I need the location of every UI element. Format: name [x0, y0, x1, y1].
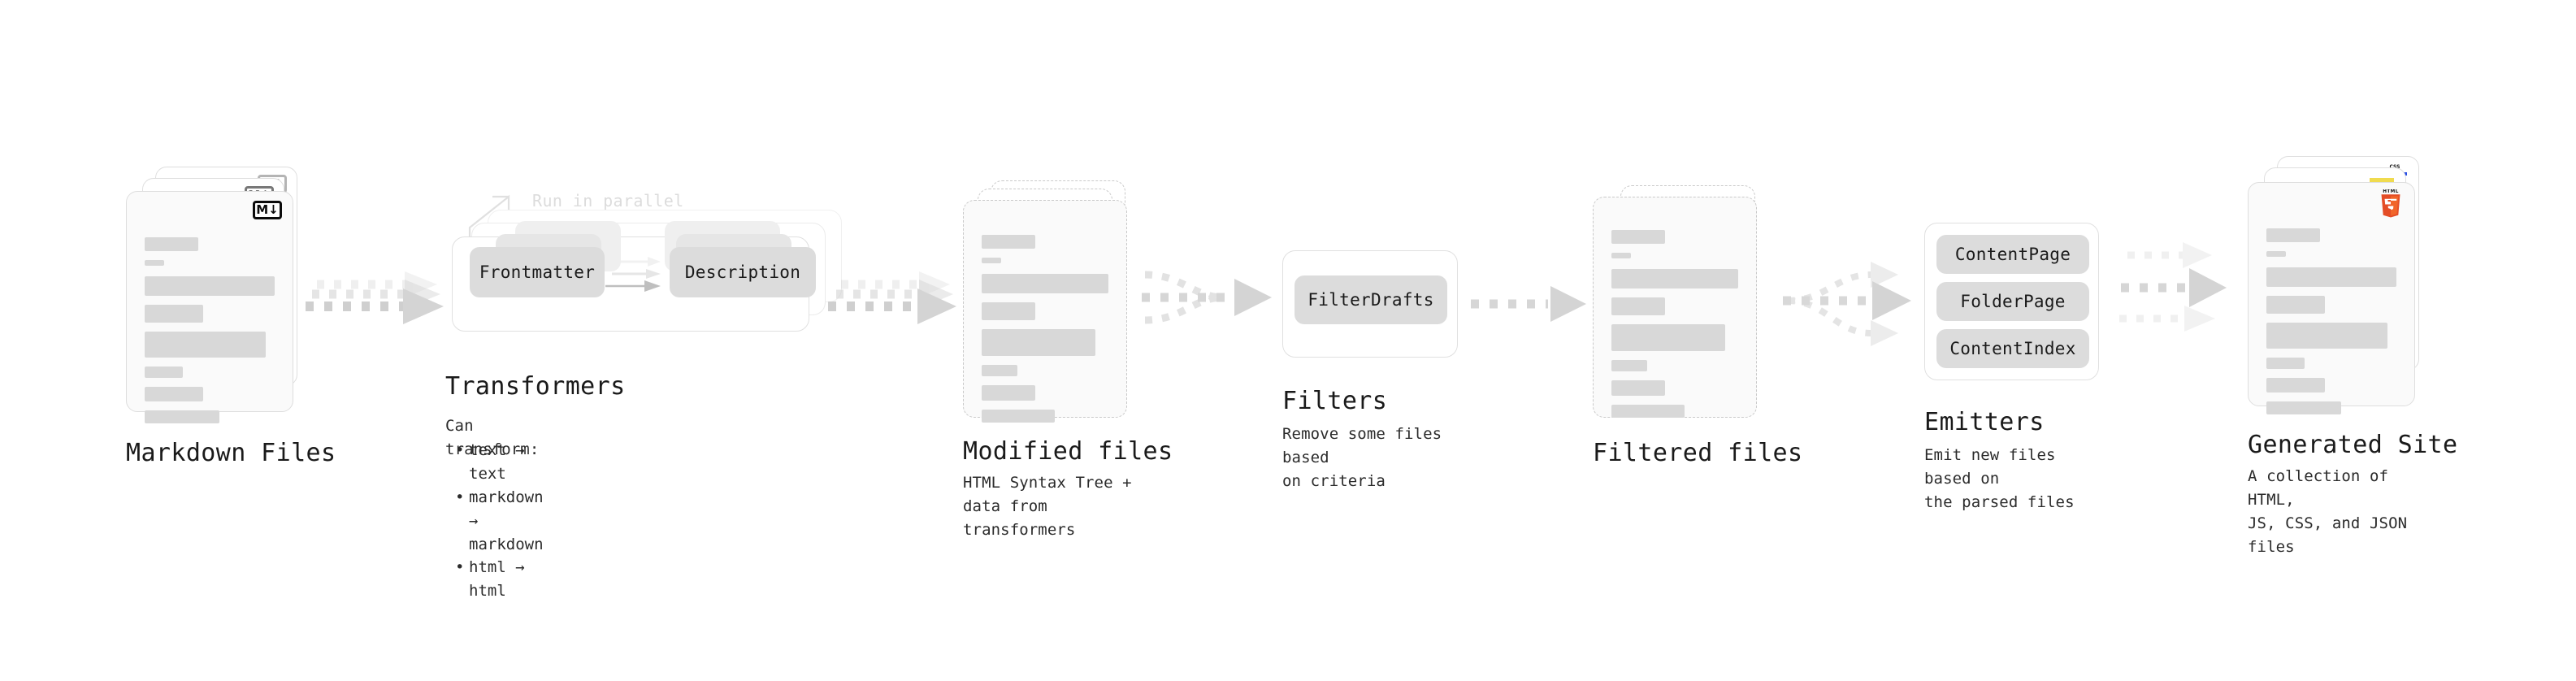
- content-line: [982, 410, 1055, 423]
- content-line: [982, 258, 1001, 263]
- content-line: [145, 260, 164, 266]
- bullet-icon: •: [455, 441, 465, 459]
- emitter-pill-contentpage[interactable]: ContentPage: [1936, 235, 2089, 274]
- arrow-filtered-to-emitters: [1783, 262, 1911, 346]
- arrow-modified-to-filters: [1142, 271, 1272, 324]
- arrow-transformers-to-modified: [828, 271, 956, 324]
- content-line: [1611, 324, 1726, 351]
- transformer-pill-description[interactable]: Description: [670, 247, 816, 297]
- stage-modified-files: Modified files HTML Syntax Tree + data f…: [963, 180, 1173, 539]
- content-line: [145, 387, 203, 401]
- modified-files-card-stack: [963, 180, 1138, 424]
- arrow-markdown-to-transformers: [306, 271, 444, 324]
- bullet-icon: •: [455, 488, 465, 506]
- emitter-pill-contentindex[interactable]: ContentIndex: [1936, 329, 2089, 368]
- document-content-lines: [1611, 230, 1738, 427]
- document-content-lines: [2266, 228, 2396, 423]
- content-line: [145, 332, 266, 358]
- content-line: [1611, 380, 1665, 396]
- content-line: [1611, 405, 1685, 418]
- transformers-desc-intro: Can transform:: [445, 417, 540, 458]
- emitter-group: ContentPage FolderPage ContentIndex: [1924, 223, 2099, 380]
- modified-files-title: Modified files: [963, 437, 1173, 466]
- content-line: [1611, 297, 1665, 315]
- filters-desc: Remove some files based on criteria: [1282, 425, 1442, 490]
- content-line: [982, 235, 1035, 249]
- content-line: [1611, 230, 1665, 244]
- run-in-parallel-label: Run in parallel: [532, 191, 684, 210]
- content-line: [982, 329, 1096, 356]
- list-item: • html → html: [455, 556, 544, 603]
- transformers-bullet-list: • text → text • markdown → markdown • ht…: [455, 439, 544, 603]
- content-line: [982, 365, 1017, 376]
- content-line: [1611, 360, 1647, 371]
- stage-generated-site: CSS HTML: [2248, 156, 2457, 556]
- stage-filters: FilterDrafts Filters Remove some files b…: [1282, 250, 1458, 490]
- content-line: [2266, 296, 2325, 314]
- content-line: [145, 276, 275, 296]
- document-front: [963, 200, 1127, 423]
- document-front-html: HTML: [2248, 182, 2415, 414]
- content-line: [145, 410, 219, 423]
- list-item: • markdown → markdown: [455, 486, 544, 557]
- markdown-badge: M↓: [253, 201, 282, 219]
- content-line: [145, 237, 198, 251]
- svg-text:HTML: HTML: [2383, 189, 2398, 194]
- content-line: [982, 274, 1108, 293]
- list-item-label: html → html: [469, 558, 525, 601]
- content-line: [2266, 267, 2396, 287]
- arrow-filters-to-filtered: [1471, 286, 1586, 322]
- filters-title: Filters: [1282, 387, 1388, 415]
- content-line: [2266, 358, 2305, 369]
- content-line: [1611, 253, 1631, 258]
- content-line: [145, 367, 183, 378]
- css3-icon-label: CSS: [2383, 165, 2407, 170]
- document-front: M↓: [126, 191, 293, 423]
- content-line: [2266, 228, 2320, 242]
- list-item: • text → text: [455, 439, 544, 486]
- stage-markdown-files: M↓ M↓ M↓ Markdown Files: [126, 167, 336, 467]
- markdown-files-card-stack: M↓ M↓ M↓: [126, 167, 301, 423]
- document-content-lines: [145, 237, 275, 432]
- html5-icon: HTML: [2381, 189, 2400, 218]
- filter-group: FilterDrafts: [1282, 250, 1458, 358]
- emitters-desc: Emit new files based on the parsed files: [1924, 446, 2075, 511]
- content-line: [145, 305, 203, 323]
- content-line: [982, 302, 1035, 320]
- stage-emitters: ContentPage FolderPage ContentIndex Emit…: [1924, 223, 2099, 511]
- list-item-label: markdown → markdown: [469, 488, 544, 553]
- stage-filtered-files: Filtered files: [1593, 185, 1802, 467]
- emitter-pill-folderpage[interactable]: FolderPage: [1936, 282, 2089, 321]
- content-line: [2266, 401, 2341, 414]
- filter-pill-filterdrafts[interactable]: FilterDrafts: [1295, 275, 1447, 324]
- bullet-icon: •: [455, 558, 465, 577]
- content-line: [2266, 251, 2286, 257]
- content-line: [982, 385, 1035, 401]
- filtered-files-card-stack: [1593, 185, 1767, 429]
- transformers-title: Transformers: [445, 372, 626, 401]
- markdown-files-title: Markdown Files: [126, 439, 336, 467]
- filtered-files-title: Filtered files: [1593, 439, 1803, 467]
- arrow-emitters-to-site: [2119, 242, 2227, 332]
- modified-files-desc: HTML Syntax Tree + data from transformer…: [963, 474, 1132, 539]
- generated-site-desc: A collection of HTML, JS, CSS, and JSON …: [2248, 467, 2408, 556]
- content-line: [1611, 269, 1738, 288]
- list-item-label: text → text: [469, 441, 525, 483]
- transformer-pill-frontmatter[interactable]: Frontmatter: [470, 247, 605, 297]
- content-line: [2266, 323, 2387, 349]
- content-line: [2266, 378, 2325, 393]
- document-front: [1593, 197, 1757, 418]
- emitters-title: Emitters: [1924, 408, 2045, 436]
- generated-site-card-stack: CSS HTML: [2248, 156, 2426, 416]
- document-content-lines: [982, 235, 1108, 432]
- generated-site-title: Generated Site: [2248, 431, 2458, 459]
